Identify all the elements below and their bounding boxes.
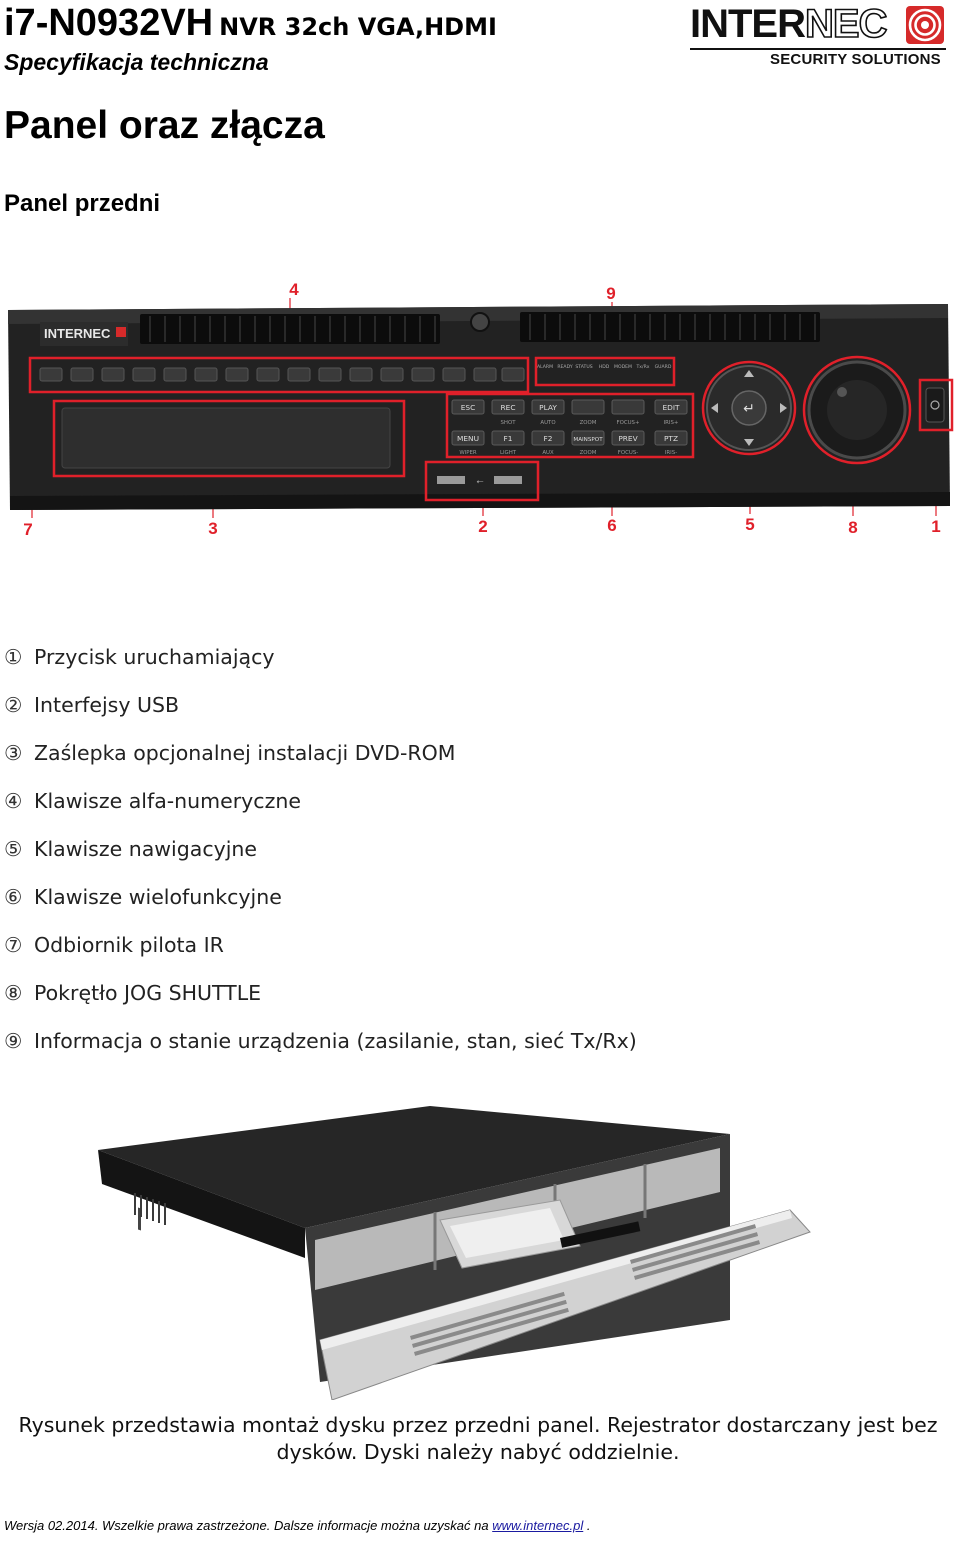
footer-end: . bbox=[583, 1518, 591, 1533]
svg-text:PLAY: PLAY bbox=[539, 403, 557, 412]
svg-text:MENU: MENU bbox=[457, 434, 479, 443]
callout-7: 7 bbox=[23, 520, 32, 539]
svg-text:IRIS+: IRIS+ bbox=[664, 420, 679, 426]
highlight-multifunction-keys bbox=[445, 392, 695, 459]
svg-text:Tx/Rx: Tx/Rx bbox=[636, 364, 650, 370]
highlight-usb bbox=[424, 460, 540, 502]
svg-text:⭠: ⭠ bbox=[476, 477, 483, 487]
svg-text:READY: READY bbox=[557, 364, 573, 370]
device-logo-text: INTERNEC bbox=[44, 326, 111, 341]
model-code: i7-N0932VH bbox=[4, 2, 214, 44]
callout-1: 1 bbox=[931, 517, 940, 536]
svg-text:GUARD: GUARD bbox=[655, 364, 672, 370]
target-logo-icon bbox=[906, 6, 944, 44]
svg-text:F1: F1 bbox=[504, 434, 513, 443]
svg-text:PTZ: PTZ bbox=[664, 434, 678, 443]
svg-text:F2: F2 bbox=[544, 434, 553, 443]
image-caption: Rysunek przedstawia montaż dysku przez p… bbox=[18, 1413, 938, 1464]
svg-text:STATUS: STATUS bbox=[575, 364, 592, 370]
footer: Wersja 02.2014. Wszelkie prawa zastrzeżo… bbox=[4, 1518, 590, 1533]
svg-text:WIPER: WIPER bbox=[459, 450, 477, 456]
svg-text:HDD: HDD bbox=[599, 364, 610, 370]
svg-text:ALARM: ALARM bbox=[537, 364, 553, 370]
highlight-power-button bbox=[918, 378, 954, 432]
section-subtitle: Panel przedni bbox=[4, 190, 161, 217]
svg-text:LIGHT: LIGHT bbox=[500, 450, 517, 456]
footer-link[interactable]: www.internec.pl bbox=[492, 1518, 584, 1533]
svg-text:ESC: ESC bbox=[461, 403, 476, 412]
callout-5: 5 bbox=[745, 515, 754, 534]
callout-2: 2 bbox=[478, 517, 487, 536]
highlight-jog-shuttle bbox=[802, 355, 912, 465]
footer-text: Wersja 02.2014. Wszelkie prawa zastrzeżo… bbox=[4, 1518, 493, 1533]
svg-text:FOCUS+: FOCUS+ bbox=[617, 420, 640, 426]
highlight-navigation bbox=[701, 360, 797, 456]
svg-text:EDIT: EDIT bbox=[662, 403, 680, 412]
svg-text:MODEM: MODEM bbox=[614, 364, 632, 370]
svg-text:SHOT: SHOT bbox=[500, 420, 516, 426]
svg-text:PREV: PREV bbox=[618, 434, 637, 443]
section-title: Panel oraz złącza bbox=[4, 104, 325, 147]
open-chassis-image bbox=[98, 1106, 811, 1400]
spec-label: Specyfikacja techniczna bbox=[4, 49, 269, 75]
highlight-status-leds bbox=[534, 356, 676, 387]
model-subtitle: NVR 32ch VGA,HDMI bbox=[219, 13, 497, 41]
svg-text:FOCUS-: FOCUS- bbox=[618, 450, 638, 456]
callout-4: 4 bbox=[289, 280, 299, 299]
front-panel-image: 4 9 7 3 2 6 5 8 1 bbox=[8, 280, 954, 539]
logo-wordmark: INTERNEC bbox=[690, 2, 888, 46]
svg-text:↵: ↵ bbox=[743, 401, 755, 417]
callout-3: 3 bbox=[208, 519, 217, 538]
logo-rule bbox=[690, 48, 946, 50]
highlight-dvd-cover bbox=[52, 399, 406, 478]
svg-text:AUTO: AUTO bbox=[540, 420, 555, 426]
callout-6: 6 bbox=[607, 516, 616, 535]
svg-text:AUX: AUX bbox=[542, 450, 554, 456]
svg-text:ZOOM: ZOOM bbox=[580, 420, 597, 426]
callout-8: 8 bbox=[848, 518, 857, 537]
highlight-alnum-keys bbox=[28, 356, 530, 394]
svg-text:IRIS-: IRIS- bbox=[665, 450, 677, 456]
svg-text:MAINSPOT: MAINSPOT bbox=[573, 437, 603, 443]
callout-9: 9 bbox=[606, 284, 615, 303]
svg-text:ZOOM: ZOOM bbox=[580, 450, 597, 456]
svg-text:REC: REC bbox=[501, 403, 516, 412]
company-logo: INTERNEC SECURITY SOLUTIONS bbox=[690, 2, 950, 68]
logo-tagline: SECURITY SOLUTIONS bbox=[770, 51, 941, 68]
